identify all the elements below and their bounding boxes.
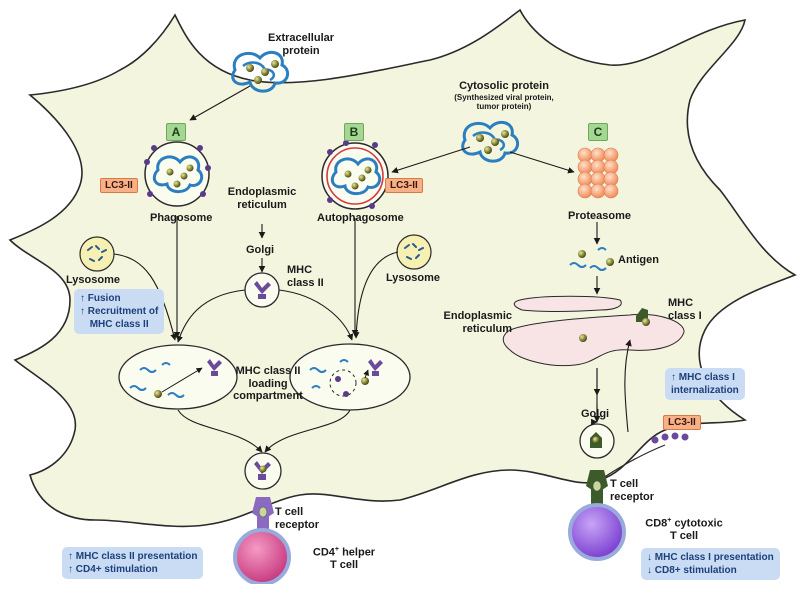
label-lysosome-right: Lysosome [386, 272, 441, 284]
loading-compartment-left [118, 344, 238, 410]
lysosome-right-icon [396, 234, 432, 270]
antigen-fragments-icon [569, 247, 614, 271]
tcr-left-icon [252, 497, 274, 533]
label-cd8-cell: CD8+ cytotoxic T cell [645, 517, 723, 543]
dendritic-cell-body [8, 8, 797, 528]
effect-box-mhc1-presentation: ↓ MHC class I presentation↓ CD8+ stimula… [641, 548, 780, 580]
mhc1-golgi-vesicle [579, 423, 615, 459]
label-cd4-cell: CD4+ helper T cell [312, 546, 376, 572]
pathway-a-tag: A [166, 123, 186, 141]
lc3-badge-autophagosome: LC3-II [385, 178, 423, 193]
pathway-b-tag: B [344, 123, 364, 141]
surface-mhc1-cluster [651, 432, 689, 444]
mhc2-surface-vesicle [244, 452, 282, 490]
label-golgi-right: Golgi [581, 408, 610, 420]
label-lysosome-left: Lysosome [66, 274, 121, 286]
effect-box-mhc2-presentation: ↑ MHC class II presentation↑ CD4+ stimul… [62, 547, 204, 579]
lc3-badge-phagosome: LC3-II [100, 178, 138, 193]
tcr-right-icon [586, 470, 608, 505]
mhc2-vesicle-icon [244, 272, 280, 308]
proteasome-icon [577, 147, 619, 199]
er-right-icon [502, 295, 685, 367]
label-phagosome: Phagosome [150, 212, 213, 224]
phagosome-icon [144, 141, 211, 207]
loading-compartment-right [289, 343, 411, 411]
autophagosome-icon [321, 140, 389, 210]
cytosolic-protein-icon [461, 120, 520, 163]
lysosome-left-icon [79, 236, 115, 272]
label-autophagosome: Autophagosome [317, 212, 404, 224]
cd4-t-cell-body [233, 528, 291, 586]
label-proteasome: Proteasome [568, 210, 631, 222]
cd8-t-cell-body [568, 503, 626, 561]
label-golgi-left: Golgi [246, 244, 275, 256]
extracellular-protein-icon [231, 50, 290, 93]
label-antigen: Antigen [618, 254, 659, 266]
pathway-c-tag: C [588, 123, 608, 141]
label-cytosolic-protein: Cytosolic protein (Synthesized viral pro… [454, 80, 554, 111]
arrows [113, 85, 632, 453]
lc3-badge-membrane: LC3-II [663, 415, 701, 430]
